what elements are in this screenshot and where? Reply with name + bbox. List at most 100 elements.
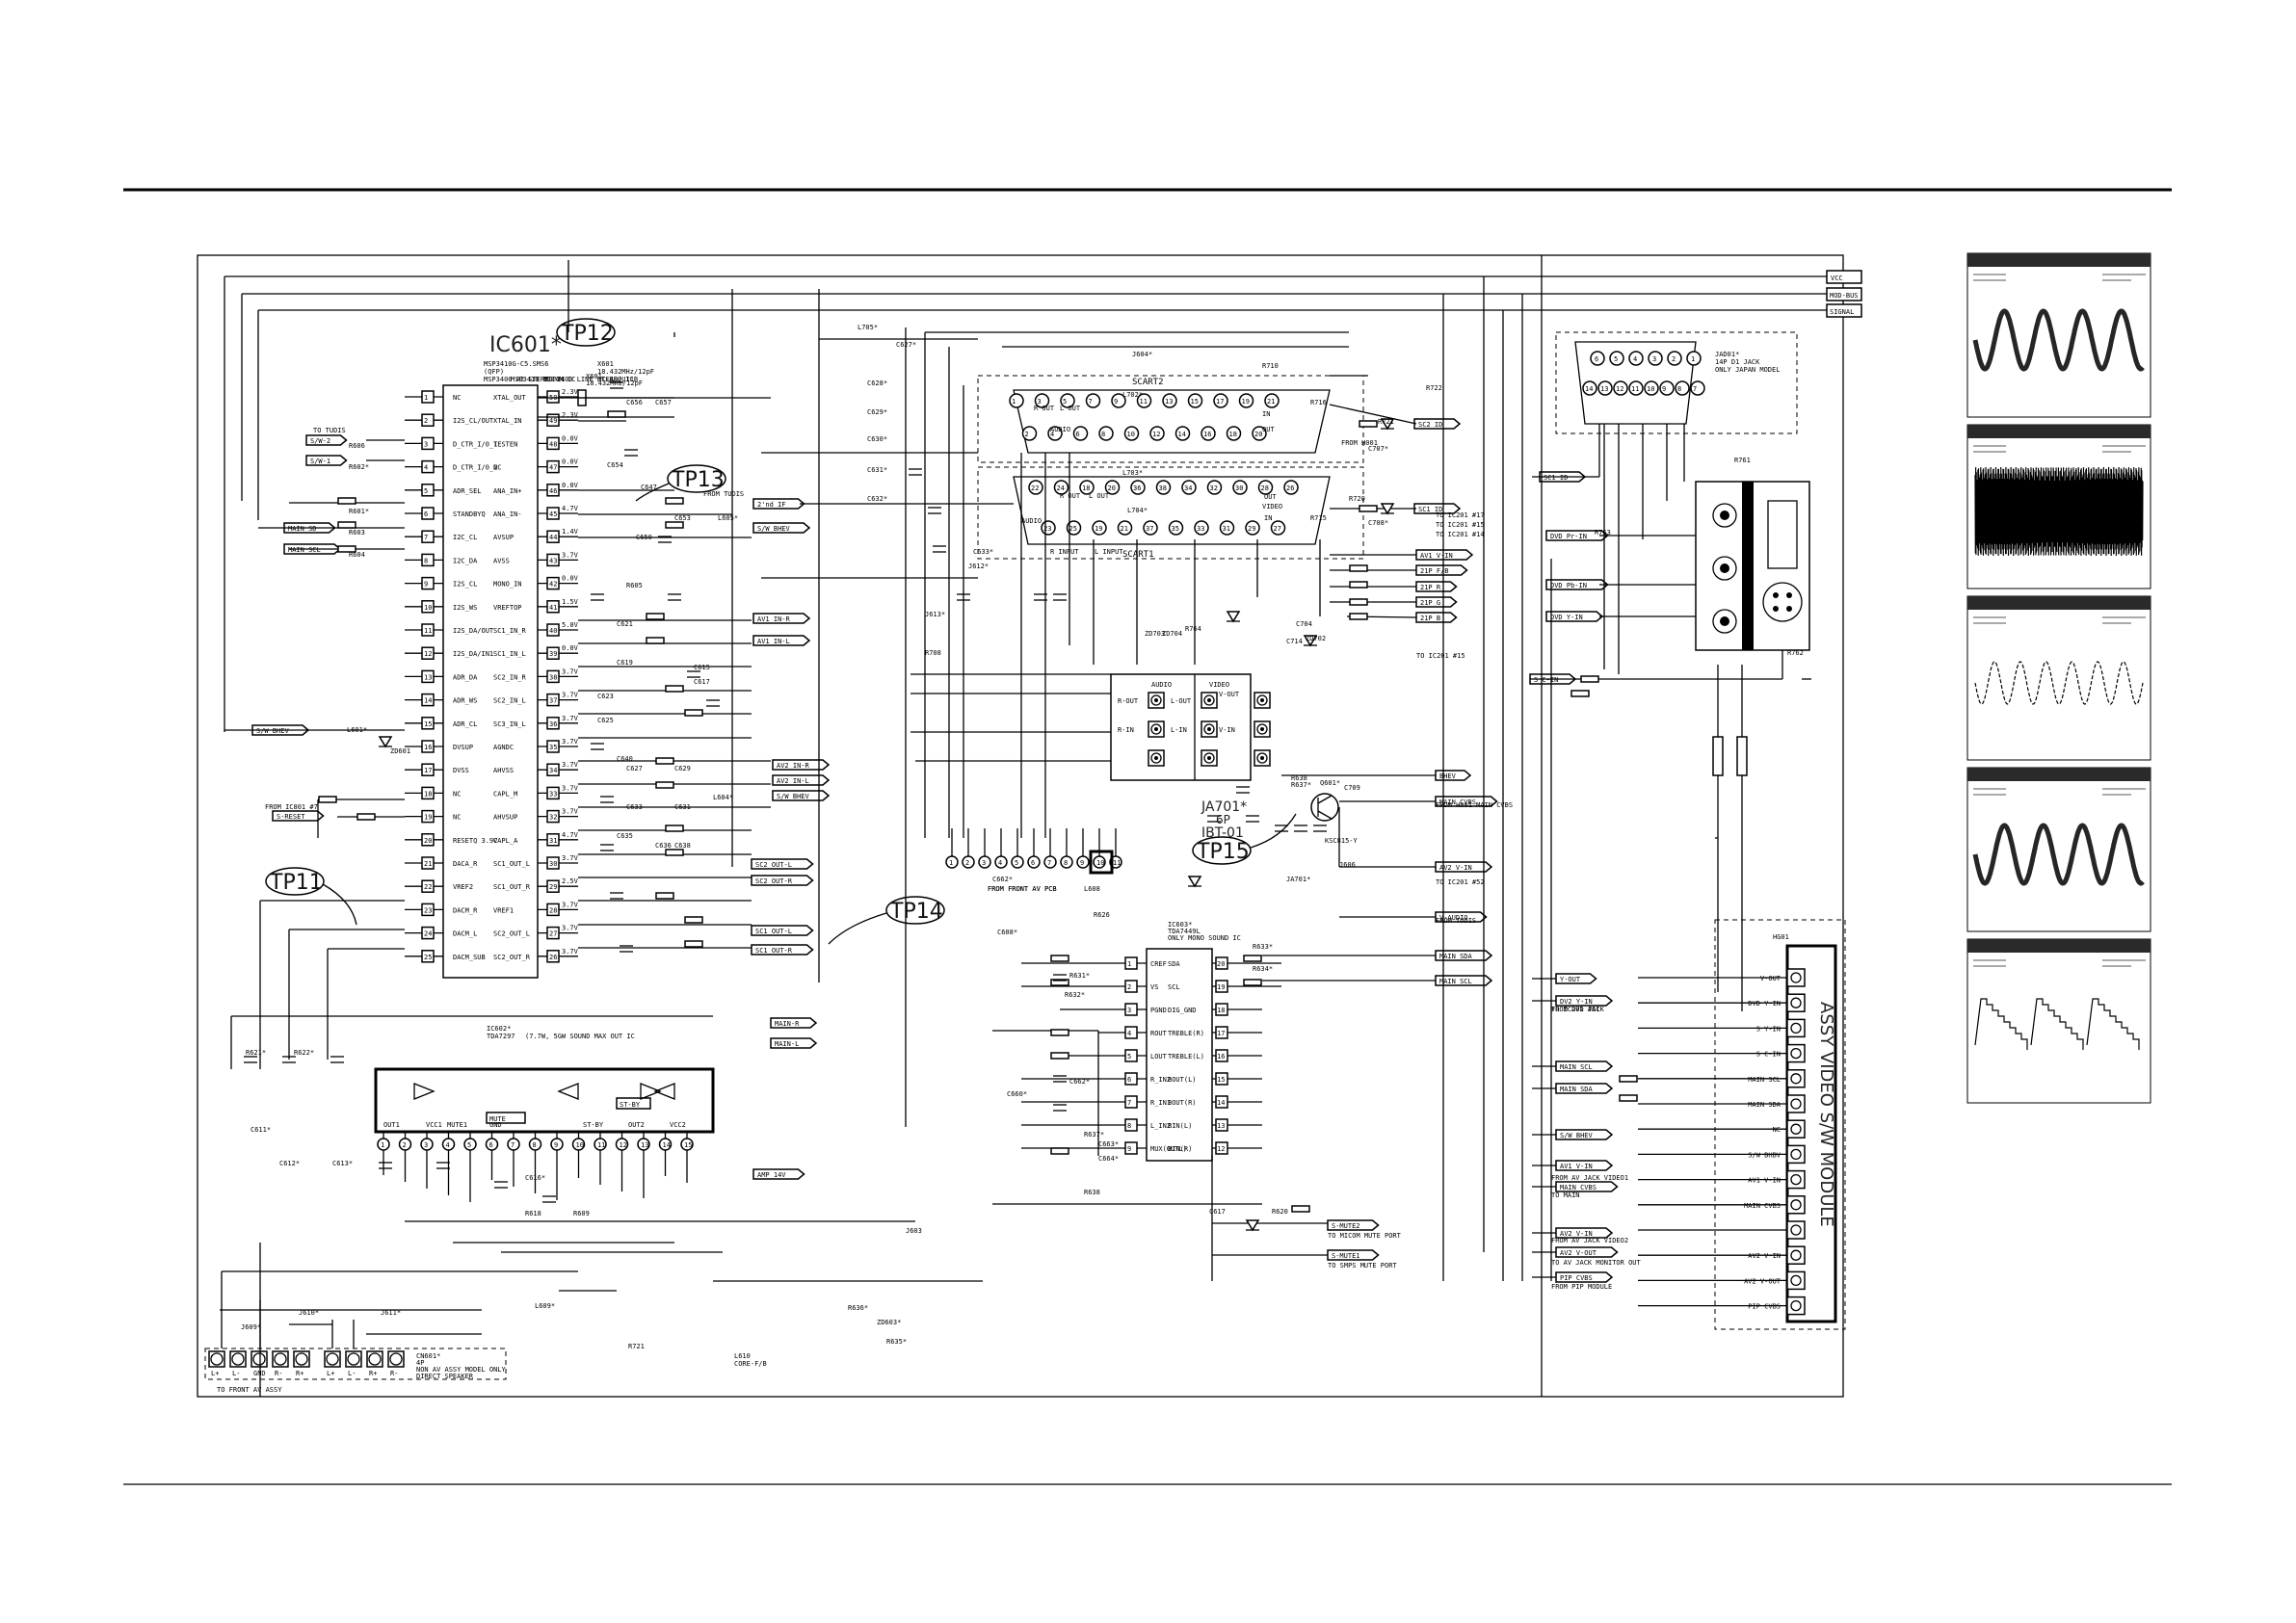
scart1-pin: 18 <box>1082 484 1090 492</box>
ic601-left-pin-label: I2S_CL/OUT <box>453 417 494 425</box>
part-ref: ZD702 <box>1306 635 1326 642</box>
d1-pin: 13 <box>1600 385 1608 393</box>
ic603-pin-num: 14 <box>1217 1099 1225 1107</box>
ic601-pin-num: 20 <box>424 837 432 845</box>
part-ref: L704* <box>1127 507 1148 514</box>
part-ref: C631 <box>674 803 691 811</box>
part-ref: R605 <box>626 582 643 589</box>
ic602-pin-num: 3 <box>424 1141 428 1149</box>
cn-pin-label: L+ <box>327 1370 334 1377</box>
voltage-label: 1.5V <box>562 598 579 606</box>
scart1-pin: 26 <box>1286 484 1294 492</box>
ic601-pin-num: 46 <box>549 487 557 495</box>
ic601-pin-num: 17 <box>424 767 432 774</box>
signal-tag: SC1 OUT-L <box>755 928 792 935</box>
ic601-pin-num: 19 <box>424 814 432 822</box>
ic601-pin-num: 11 <box>424 627 432 635</box>
part-ref: R637* <box>1084 1131 1104 1139</box>
part-ref: C640 <box>617 755 633 763</box>
front-av-pin: 5 <box>1015 859 1018 867</box>
part-ref: C608* <box>997 929 1017 936</box>
ic601-left-pin-label: NC <box>453 394 461 402</box>
part-ref: J613* <box>925 611 945 618</box>
scart1-pin: 38 <box>1159 484 1167 492</box>
bus-mod: MOD-BUS <box>1830 292 1859 300</box>
signal-tag: MAIN SDA <box>1439 953 1473 960</box>
ic602-pin-num: 2 <box>403 1141 407 1149</box>
d1-pin: 14 <box>1585 385 1593 393</box>
scart2-pin: 3 <box>1038 398 1042 406</box>
signal-tag: S-RESET <box>277 813 305 821</box>
ic601-left-pin-label: ADR_CL <box>453 720 477 728</box>
part-ref: C616* <box>525 1174 545 1182</box>
part-ref: JA701* <box>1286 876 1310 883</box>
ic603-right-pin-label: SCL <box>1168 983 1180 991</box>
signal-tag: 21P F/B <box>1420 567 1449 575</box>
ic601-left-pin-label: I2C_CL <box>453 534 477 541</box>
part-ref: R716 <box>1310 399 1327 406</box>
d1-pin: 3 <box>1652 355 1656 363</box>
ic603-pin-num: 17 <box>1217 1030 1225 1037</box>
front-av-pin: 8 <box>1064 859 1068 867</box>
voltage-label: 3.7V <box>562 901 579 908</box>
scart1-pin: 35 <box>1172 525 1179 533</box>
signal-tag: AV2 IN-R <box>777 762 810 770</box>
part-ref: R601* <box>349 508 369 515</box>
part-ref: R621* <box>246 1049 266 1057</box>
scart2-pin: 5 <box>1063 398 1067 406</box>
test-point-tp13: TP13 <box>635 464 726 502</box>
part-ref: R634* <box>1253 965 1273 973</box>
ic602-pin-num: 13 <box>641 1141 648 1149</box>
ic601-right-pin-label: SC3_IN_L <box>493 720 526 728</box>
voltage-label: 5.0V <box>562 621 579 629</box>
ic601-left-pin-label: RESETQ 3.9V <box>453 837 498 845</box>
module-title: ASSY VIDEO S/W MODULE <box>1816 1002 1836 1227</box>
scart2-pin: 13 <box>1165 398 1173 406</box>
svg-text:14P D1 JACK: 14P D1 JACK <box>1715 358 1760 366</box>
ic601-right-pin-label: AGNDC <box>493 744 514 751</box>
part-ref: C619 <box>617 659 633 667</box>
ic603-type: TDA7449L <box>1168 928 1201 935</box>
part-ref: R722 <box>1426 384 1442 392</box>
part-ref: R618 <box>525 1210 541 1217</box>
signal-tag: AV1 IN-R <box>757 615 791 623</box>
part-ref: L601* <box>347 726 367 734</box>
ic601-right-pin-label: AHVSUP <box>493 814 517 822</box>
scart1-pin: 37 <box>1146 525 1153 533</box>
ic603-right-pin-label: TREBLE(R) <box>1168 1030 1204 1037</box>
ic601-right-pin-label: SC2_OUT_R <box>493 954 531 961</box>
module-pin-label: NC <box>1773 1126 1781 1134</box>
ic601-left-pin-label: I2S_CL <box>453 581 477 589</box>
ic601-right-pin-label: SC1_IN_L <box>493 650 526 658</box>
ic601-left-pin-label: D_CTR_I/0_1 <box>453 440 497 448</box>
ic601-body <box>442 384 539 979</box>
note-label: TO AV JACK MONITOR OUT <box>1551 1259 1642 1267</box>
ic601-type-5: MSP3400 LINE STEREO IC <box>544 376 634 383</box>
ic601-pin-num: 38 <box>549 673 557 681</box>
voltage-label: 3.7V <box>562 925 579 932</box>
part-ref: J611* <box>381 1309 401 1317</box>
module-pin-label: MAIN SDA <box>1748 1101 1781 1109</box>
note-label: TO TUDIS <box>313 427 346 434</box>
ic601-pin-num: 6 <box>424 510 428 518</box>
front-av-pin: 4 <box>998 859 1002 867</box>
voltage-label: 0.0V <box>562 458 579 466</box>
ic602-pin-num: 1 <box>381 1141 384 1149</box>
part-ref: R606 <box>349 442 365 450</box>
module-pin-label: V-OUT <box>1760 975 1781 982</box>
voltage-label: 0.0V <box>562 575 579 583</box>
ic601-right-pin-label: ANA_IN+ <box>493 487 522 495</box>
part-ref: R764 <box>1185 625 1201 633</box>
d1-pin: 7 <box>1693 385 1697 393</box>
ic601-right-pin-label: AVSUP <box>493 534 514 541</box>
ic602-pin-label: OUT1 <box>383 1121 400 1129</box>
signal-tag: AV2 V-IN <box>1560 1230 1593 1238</box>
part-ref: C650 <box>636 534 652 541</box>
scart2-pin: 16 <box>1203 431 1211 438</box>
voltage-label: 3.7V <box>562 668 579 675</box>
